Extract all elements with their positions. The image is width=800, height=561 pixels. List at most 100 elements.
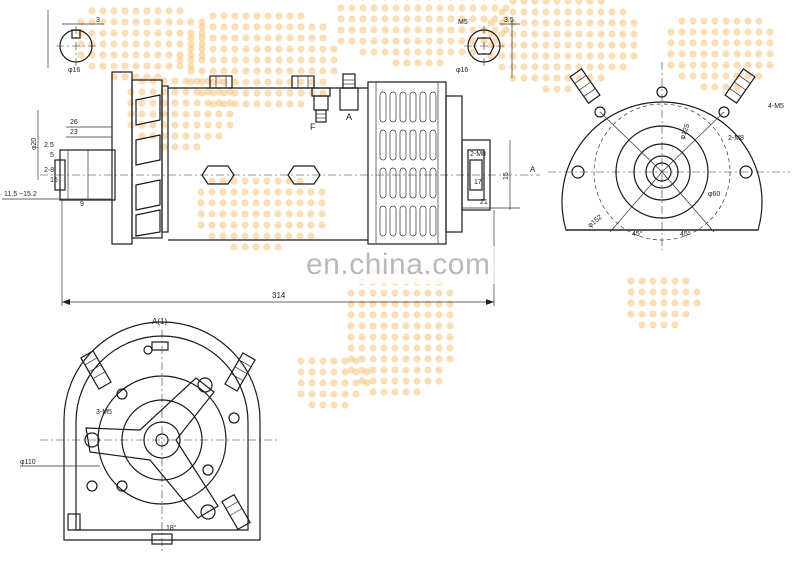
- dot: [586, 52, 594, 60]
- dot: [347, 344, 355, 352]
- dot: [369, 355, 377, 363]
- dot: [447, 4, 455, 12]
- dot: [285, 210, 293, 218]
- dot: [138, 110, 146, 118]
- dim-overall-length: 314: [272, 291, 286, 300]
- dot: [531, 63, 539, 71]
- dot: [509, 41, 517, 49]
- dot: [171, 88, 179, 96]
- dot: [498, 52, 506, 60]
- dim-len-left: 11.5 ~15.2: [4, 191, 37, 198]
- dot: [319, 34, 327, 42]
- vent-slot: [429, 167, 437, 199]
- dot: [755, 61, 763, 69]
- dot: [424, 322, 432, 330]
- dot: [285, 232, 293, 240]
- dot: [187, 45, 195, 53]
- dot: [435, 300, 443, 308]
- dot: [296, 199, 304, 207]
- dot: [193, 143, 201, 151]
- dot-pattern: [77, 0, 774, 409]
- dot: [700, 50, 708, 58]
- dot: [660, 310, 668, 318]
- dot: [413, 388, 421, 396]
- dot: [369, 344, 377, 352]
- dot: [337, 4, 345, 12]
- dot: [275, 67, 283, 75]
- dot: [275, 23, 283, 31]
- dot: [286, 23, 294, 31]
- dot: [414, 4, 422, 12]
- dot: [219, 199, 227, 207]
- dot: [711, 17, 719, 25]
- dot: [380, 322, 388, 330]
- vent-slot: [409, 91, 417, 123]
- dot: [308, 23, 316, 31]
- dot: [110, 62, 118, 70]
- dot: [132, 51, 140, 59]
- dot: [446, 300, 454, 308]
- dim-phi125: φ125: [679, 123, 691, 141]
- dot: [553, 63, 561, 71]
- terminal-a: [339, 73, 359, 111]
- dot: [219, 221, 227, 229]
- dot: [722, 50, 730, 58]
- dot: [402, 300, 410, 308]
- dot: [520, 41, 528, 49]
- dot: [744, 61, 752, 69]
- dot: [446, 311, 454, 319]
- dot: [425, 48, 433, 56]
- dot: [285, 188, 293, 196]
- dot: [649, 277, 657, 285]
- vent-slots: [379, 91, 437, 237]
- dot: [755, 28, 763, 36]
- dot: [447, 48, 455, 56]
- dot: [722, 83, 730, 91]
- dot: [689, 72, 697, 80]
- dot: [498, 30, 506, 38]
- dot: [564, 0, 572, 5]
- dot: [766, 28, 774, 36]
- dot: [347, 289, 355, 297]
- dot: [491, 4, 499, 12]
- dot: [318, 221, 326, 229]
- dot: [436, 15, 444, 23]
- dot: [586, 8, 594, 16]
- dot: [586, 30, 594, 38]
- dot: [110, 7, 118, 15]
- dot: [231, 67, 239, 75]
- dot: [402, 355, 410, 363]
- terminal-f-label: F: [310, 122, 316, 132]
- dot: [242, 45, 250, 53]
- dot: [689, 39, 697, 47]
- dot: [193, 77, 201, 85]
- dot: [319, 379, 327, 387]
- dot: [575, 8, 583, 16]
- dot: [274, 188, 282, 196]
- dot: [678, 50, 686, 58]
- dot: [391, 388, 399, 396]
- dot: [286, 34, 294, 42]
- dot: [597, 52, 605, 60]
- dot: [446, 344, 454, 352]
- dot: [436, 59, 444, 67]
- dot: [263, 221, 271, 229]
- dot: [242, 56, 250, 64]
- dot: [138, 121, 146, 129]
- dim-3: 3: [96, 17, 100, 24]
- vent-slot: [389, 129, 397, 161]
- dot: [165, 62, 173, 70]
- dot: [226, 110, 234, 118]
- dot: [369, 377, 377, 385]
- dot: [531, 41, 539, 49]
- dot: [138, 99, 146, 107]
- dot: [297, 100, 305, 108]
- dot: [275, 100, 283, 108]
- dot: [542, 41, 550, 49]
- dot: [149, 99, 157, 107]
- dot: [564, 19, 572, 27]
- dot: [187, 62, 195, 70]
- dot: [204, 132, 212, 140]
- dot: [597, 63, 605, 71]
- dot: [608, 30, 616, 38]
